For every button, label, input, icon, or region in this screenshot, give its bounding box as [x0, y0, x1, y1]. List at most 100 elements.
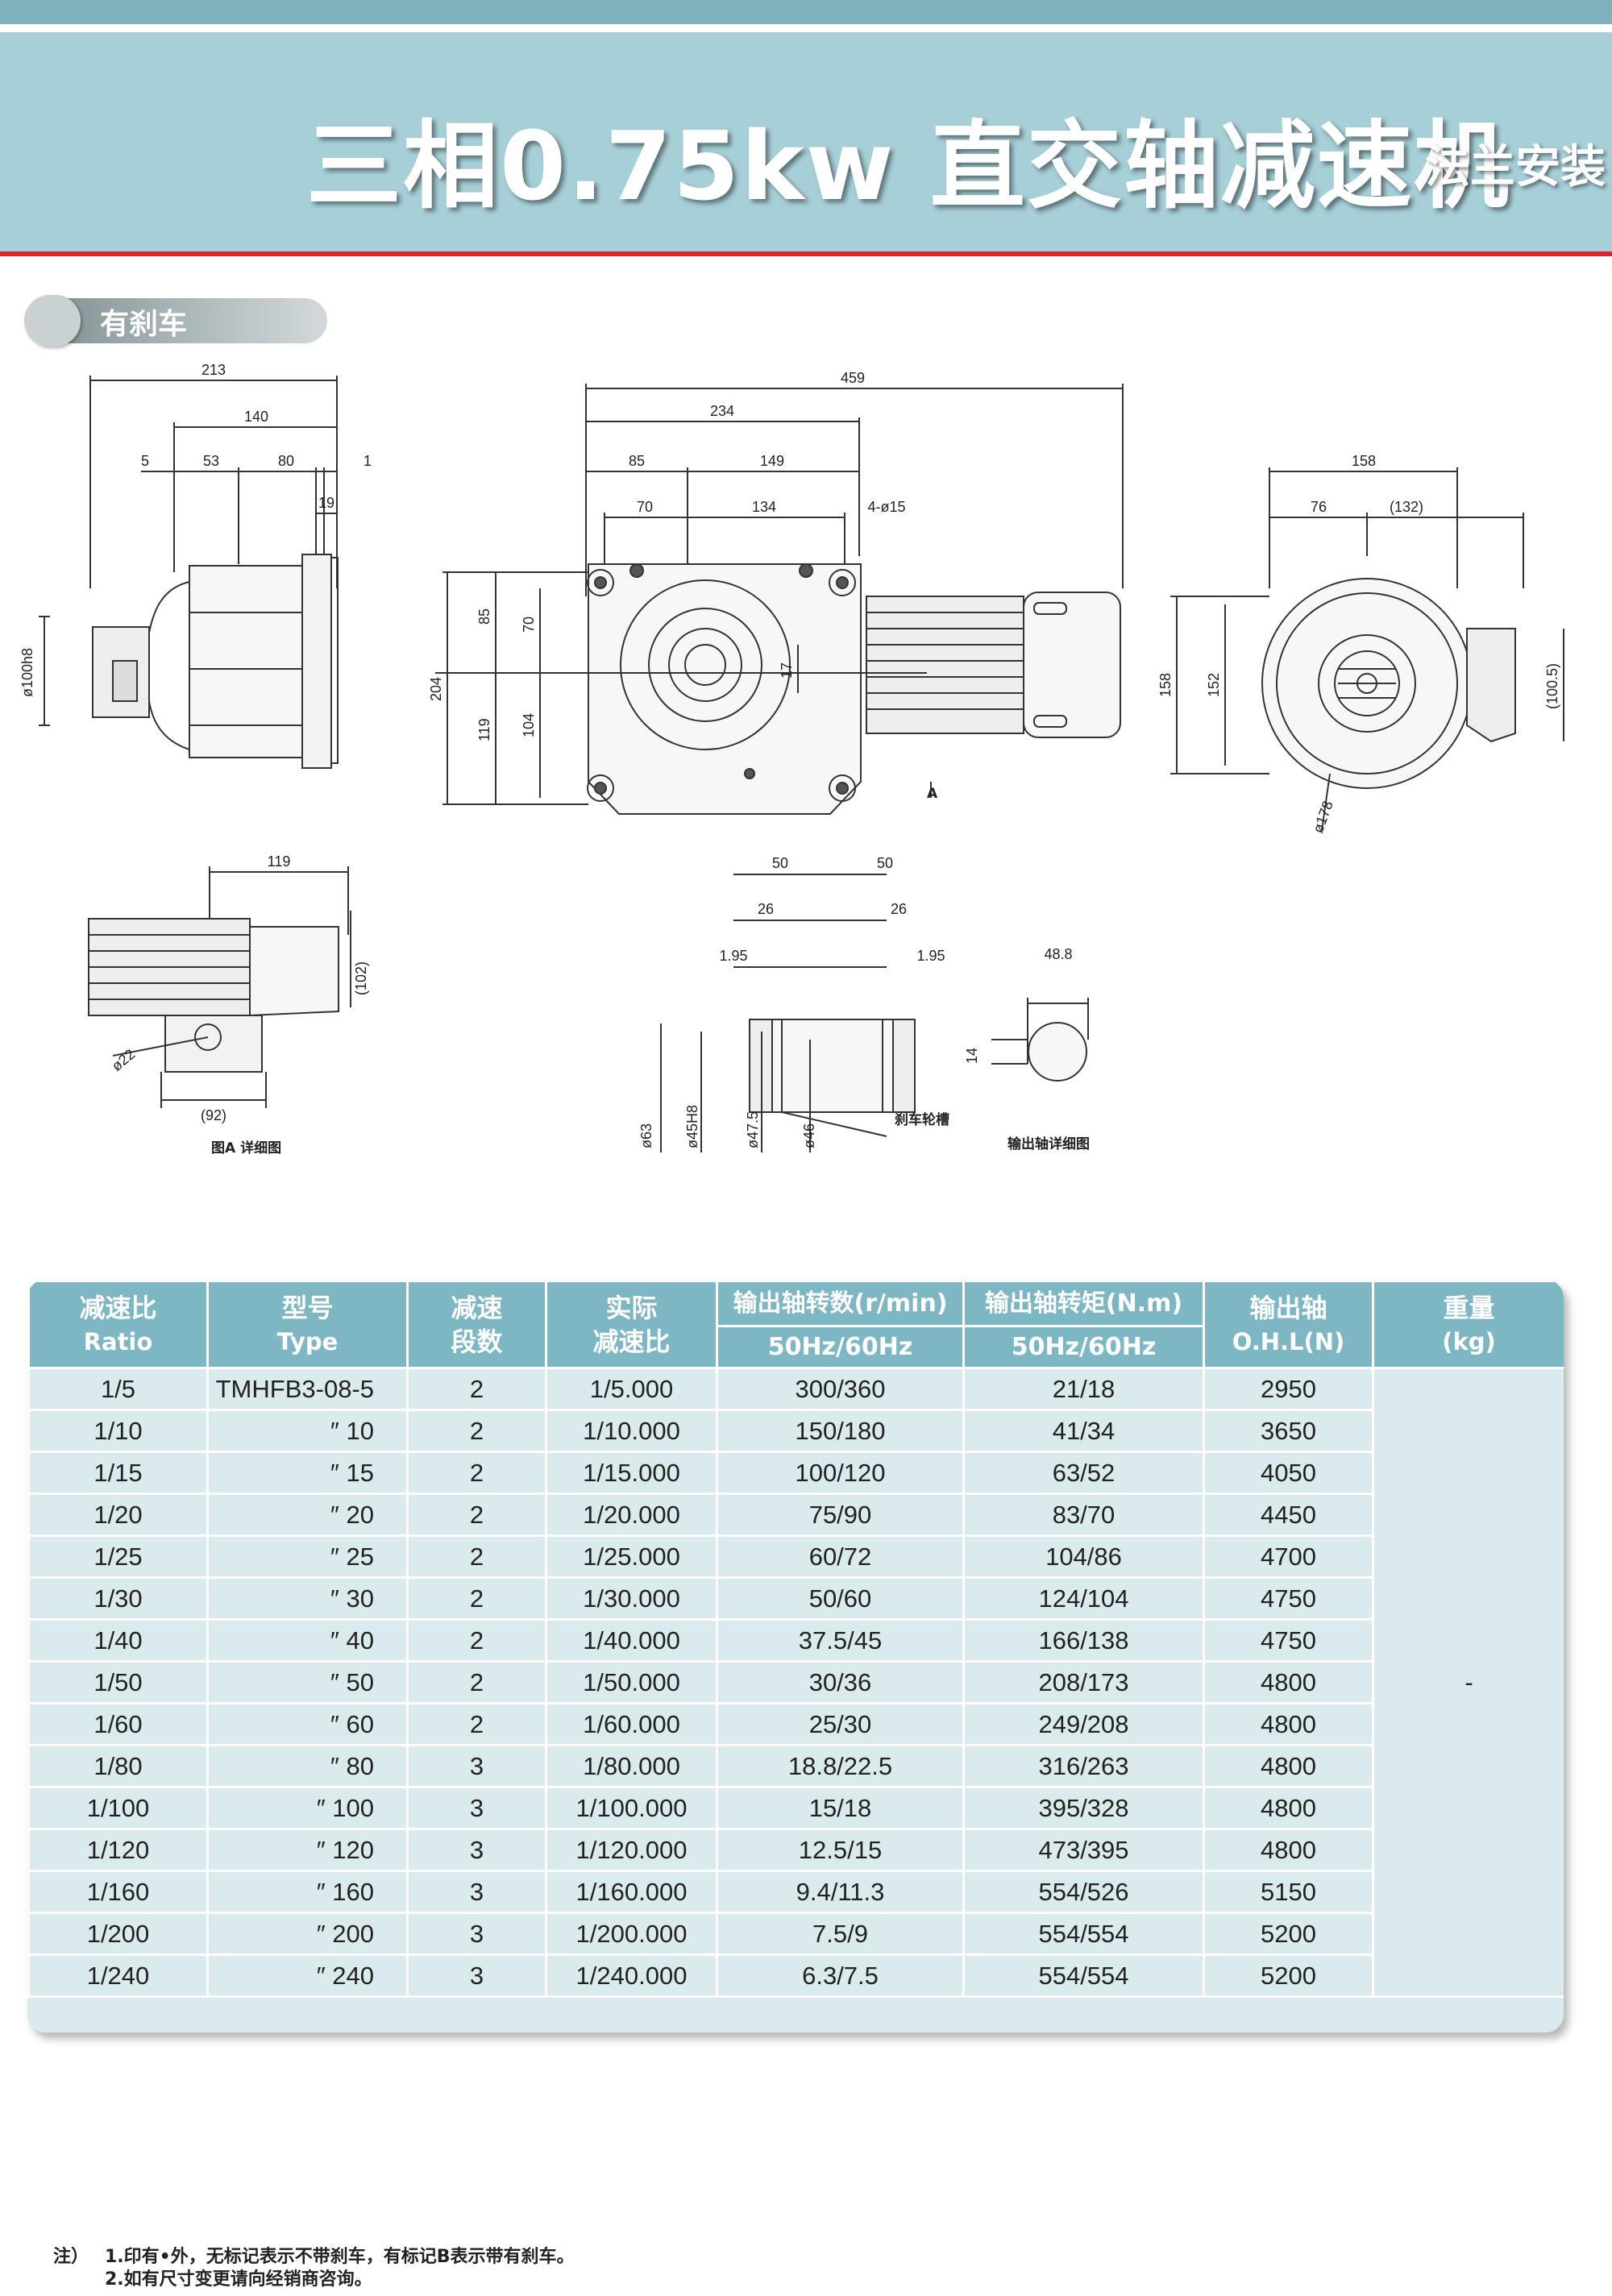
cell-actual-ratio: 1/20.000	[545, 1493, 718, 1537]
cell-ratio: 1/15	[27, 1451, 209, 1495]
cell-torque: 554/554	[962, 1953, 1205, 1998]
cell-torque: 21/18	[962, 1367, 1205, 1411]
dim-text: 14	[964, 1048, 980, 1064]
header-band	[0, 32, 1612, 251]
col-header-speed: 输出轴转数(r/min)	[716, 1280, 965, 1327]
cell-ohl: 2950	[1203, 1367, 1374, 1411]
cell-speed: 150/180	[716, 1409, 965, 1453]
cell-type: ″ 160	[206, 1870, 409, 1914]
dim-text: ø100h8	[19, 648, 35, 697]
cell-type: ″ 60	[206, 1702, 409, 1746]
cell-stages: 2	[406, 1493, 547, 1537]
col-subheader-torque: 50Hz/60Hz	[962, 1325, 1205, 1369]
cell-ratio: 1/160	[27, 1870, 209, 1914]
cell-speed: 60/72	[716, 1534, 965, 1579]
dim-text: 70	[637, 499, 653, 515]
cell-stages: 2	[406, 1409, 547, 1453]
side-view	[39, 376, 339, 769]
cell-speed: 75/90	[716, 1493, 965, 1537]
cell-speed: 300/360	[716, 1367, 965, 1411]
spec-table-card: 减速比 Ratio 型号 Type 减速 段数 实际 减速比 输出轴转数(r/m…	[27, 1280, 1564, 2032]
dim-text: 26	[891, 901, 907, 917]
col-header-weight-2: (kg)	[1442, 1327, 1496, 1356]
header-top-stripe	[0, 0, 1612, 24]
cell-type: ″ 20	[206, 1493, 409, 1537]
cell-stages: 2	[406, 1660, 547, 1704]
cell-ohl: 4700	[1203, 1534, 1374, 1579]
cell-torque: 395/328	[962, 1786, 1205, 1830]
cell-ratio: 1/240	[27, 1953, 209, 1998]
cell-ratio: 1/50	[27, 1660, 209, 1704]
cell-torque: 316/263	[962, 1744, 1205, 1788]
col-header-stages-1: 减速	[451, 1292, 503, 1323]
cell-torque: 63/52	[962, 1451, 1205, 1495]
cell-type: ″ 25	[206, 1534, 409, 1579]
cell-torque: 554/554	[962, 1912, 1205, 1956]
cell-ohl: 4050	[1203, 1451, 1374, 1495]
cell-ohl: 4450	[1203, 1493, 1374, 1537]
cell-speed: 12.5/15	[716, 1828, 965, 1872]
dim-text: 140	[244, 409, 268, 425]
dim-text: 1.95	[719, 948, 747, 964]
section-pill-cap	[24, 295, 81, 347]
dim-text: ø45H8	[684, 1105, 700, 1148]
col-header-weight-1: 重量	[1443, 1292, 1495, 1323]
cell-ohl: 4800	[1203, 1744, 1374, 1788]
dim-text: ø22	[109, 1046, 139, 1074]
cell-type: ″ 100	[206, 1786, 409, 1830]
cell-actual-ratio: 1/50.000	[545, 1660, 718, 1704]
dim-text: 152	[1206, 673, 1222, 697]
cell-torque: 473/395	[962, 1828, 1205, 1872]
col-header-ohl: 输出轴 O.H.L(N)	[1203, 1280, 1374, 1369]
dim-text: (132)	[1390, 499, 1423, 515]
dim-text: 158	[1157, 673, 1174, 697]
cell-ohl: 5150	[1203, 1870, 1374, 1914]
cell-stages: 3	[406, 1870, 547, 1914]
dim-text: 459	[841, 370, 865, 386]
cell-ratio: 1/20	[27, 1493, 209, 1537]
cell-stages: 2	[406, 1451, 547, 1495]
dim-text: 85	[476, 608, 492, 625]
cell-type: ″ 50	[206, 1660, 409, 1704]
cell-ohl: 4750	[1203, 1576, 1374, 1621]
note-line-1: 1.印有•外，无标记表示不带刹车，有标记B表示带有刹车。	[105, 2247, 575, 2267]
notes-label: 注）	[53, 2247, 89, 2267]
note-line-2: 2.如有尺寸变更请向经销商咨询。	[105, 2269, 372, 2290]
cell-type: ″ 10	[206, 1409, 409, 1453]
cell-ohl: 5200	[1203, 1912, 1374, 1956]
cell-type: ″ 120	[206, 1828, 409, 1872]
cell-ratio: 1/5	[27, 1367, 209, 1411]
cell-actual-ratio: 1/100.000	[545, 1786, 718, 1830]
dim-text: 204	[428, 677, 444, 701]
col-header-actual-2: 减速比	[592, 1326, 671, 1357]
dim-text: ø63	[638, 1123, 654, 1148]
cell-torque: 554/526	[962, 1870, 1205, 1914]
cell-ratio: 1/100	[27, 1786, 209, 1830]
view-mark-a: A	[927, 786, 938, 802]
cell-type: ″ 30	[206, 1576, 409, 1621]
header-red-rule	[0, 251, 1612, 256]
cell-stages: 3	[406, 1744, 547, 1788]
dim-text: 70	[521, 617, 537, 633]
dimension-drawings: 213 140 5 53 80 1 19 ø100h8 459 234 85 1…	[0, 347, 1612, 1169]
header-gap	[0, 24, 1612, 32]
cell-actual-ratio: 1/240.000	[545, 1953, 718, 1998]
cell-type: ″ 40	[206, 1618, 409, 1663]
cell-stages: 2	[406, 1618, 547, 1663]
dim-text: 213	[202, 362, 226, 378]
cell-ohl: 3650	[1203, 1409, 1374, 1453]
col-header-ohl-1: 输出轴	[1249, 1292, 1327, 1323]
dim-text: ø178	[1310, 799, 1336, 835]
cell-ratio: 1/200	[27, 1912, 209, 1956]
cell-stages: 2	[406, 1702, 547, 1746]
dim-text: 4-ø15	[867, 499, 905, 515]
